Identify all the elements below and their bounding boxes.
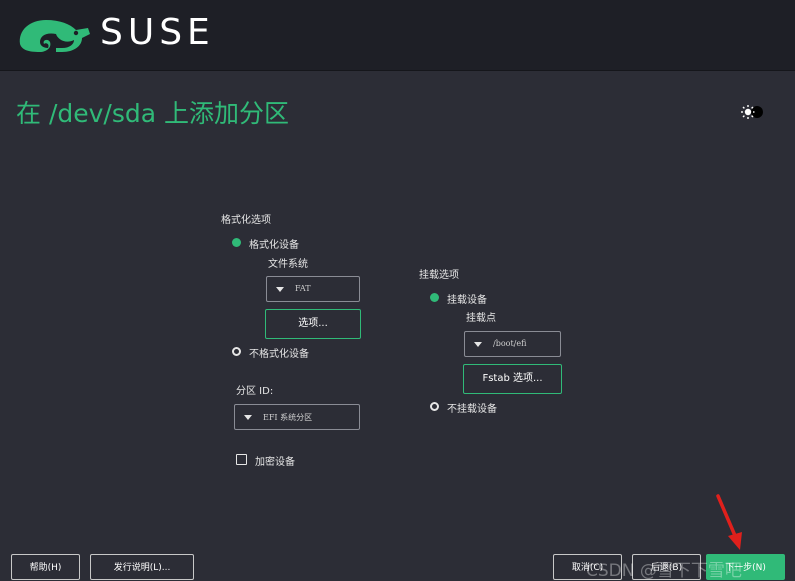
no-format-label[interactable]: 不格式化设备 (249, 349, 309, 360)
sun-moon-icon[interactable] (740, 103, 766, 121)
help-button[interactable]: 帮助(H) (11, 554, 80, 580)
release-notes-button[interactable]: 发行说明(L)... (90, 554, 194, 580)
chameleon-icon (19, 20, 91, 52)
chevron-down-icon (276, 287, 284, 292)
filesystem-value: FAT (295, 284, 311, 293)
chevron-down-icon (244, 415, 252, 420)
mount-device-radio[interactable] (430, 293, 439, 302)
mount-device-label[interactable]: 挂载设备 (447, 295, 487, 306)
mount-point-label: 挂载点 (466, 313, 496, 324)
page-title: 在 /dev/sda 上添加分区 (16, 99, 289, 128)
fstab-options-button[interactable]: Fstab 选项... (463, 364, 562, 394)
mount-options-heading: 挂载选项 (419, 270, 459, 281)
format-options-button[interactable]: 选项... (265, 309, 361, 339)
partition-id-value: EFI 系统分区 (263, 413, 313, 422)
format-options-heading: 格式化选项 (221, 215, 271, 226)
watermark: CSDN @雪下下雪吧 (586, 561, 742, 581)
filesystem-select[interactable]: FAT (266, 276, 360, 302)
filesystem-label: 文件系统 (268, 259, 308, 270)
no-format-radio[interactable] (232, 347, 241, 356)
header-bar: SUSE (0, 0, 795, 71)
mount-point-select[interactable]: /boot/efi (464, 331, 561, 357)
format-device-radio[interactable] (232, 238, 241, 247)
brand-wordmark: SUSE (100, 12, 215, 53)
no-mount-radio[interactable] (430, 402, 439, 411)
format-device-label[interactable]: 格式化设备 (249, 240, 299, 251)
no-mount-label[interactable]: 不挂载设备 (447, 404, 497, 415)
annotation-arrow-icon (716, 494, 742, 550)
encrypt-device-label[interactable]: 加密设备 (255, 457, 295, 468)
mount-point-value: /boot/efi (493, 339, 527, 348)
chevron-down-icon (474, 342, 482, 347)
partition-id-select[interactable]: EFI 系统分区 (234, 404, 360, 430)
partition-id-label: 分区 ID: (236, 386, 274, 397)
encrypt-device-checkbox[interactable] (236, 454, 247, 465)
